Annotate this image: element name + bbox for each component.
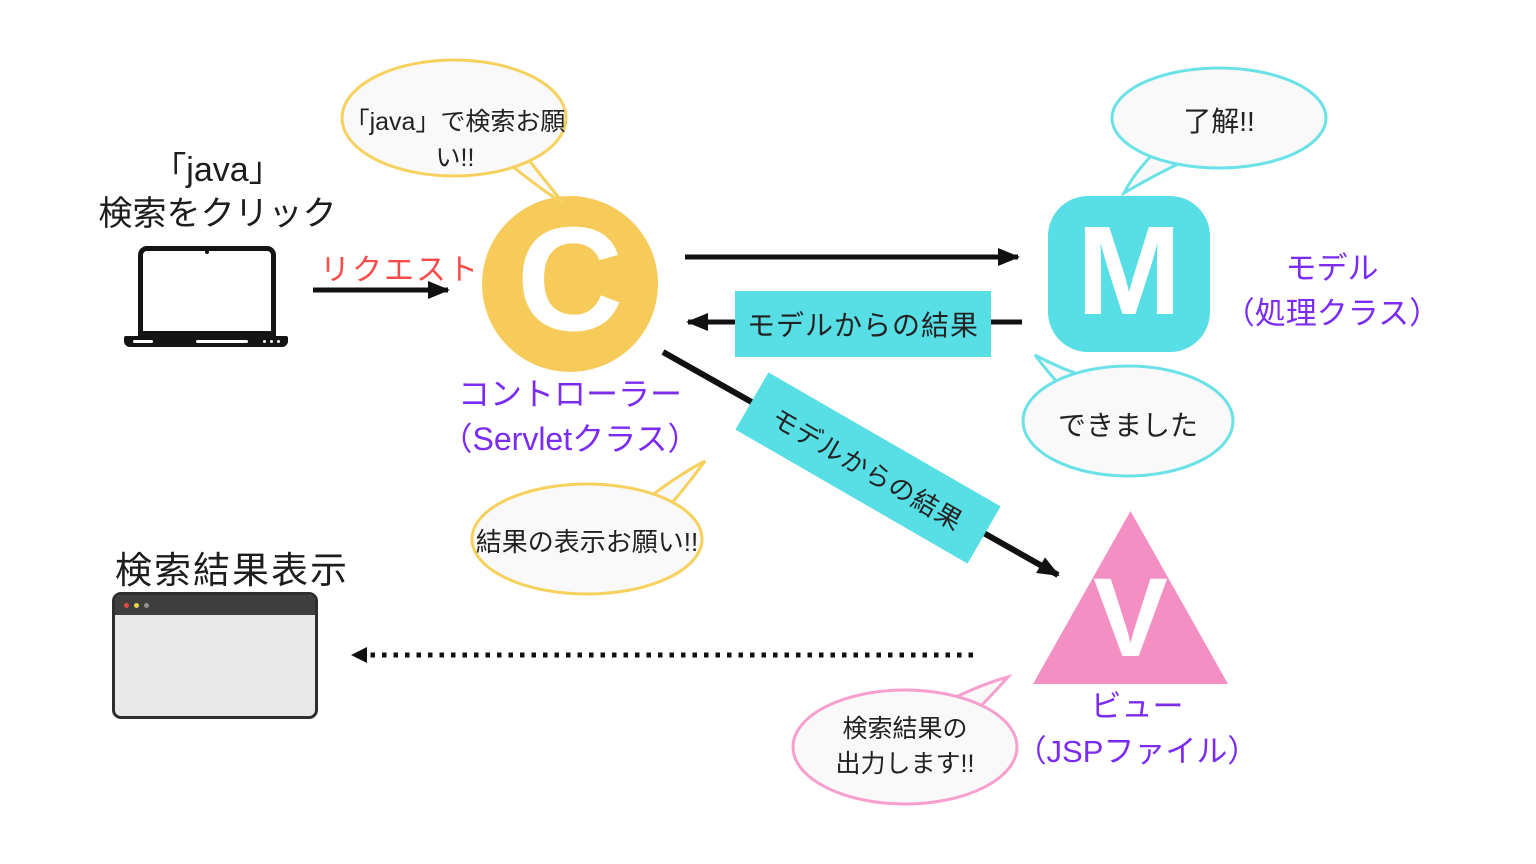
bubble-output-line2: 出力します!! — [835, 750, 975, 778]
model-result-box-diagonal: モデルからの結果 — [735, 372, 1001, 564]
controller-label: コントローラー （Servletクラス） — [415, 372, 725, 462]
bubble-output — [791, 674, 1019, 806]
controller-name: コントローラー — [457, 376, 682, 412]
result-display-label: 検索結果表示 — [115, 550, 349, 591]
client-action-line2: 検索をクリック — [98, 195, 337, 233]
model-name: モデル — [1285, 251, 1379, 286]
bubble-output-text: 検索結果の 出力します!! — [795, 712, 1015, 782]
controller-node: C — [482, 196, 658, 372]
model-subtitle: （処理クラス） — [1223, 296, 1441, 331]
browser-window-icon — [112, 592, 318, 719]
client-action-line1: 「java」 — [152, 151, 283, 189]
browser-dot-yellow — [134, 602, 139, 608]
bubble-acknowledge-body — [1110, 66, 1328, 170]
model-result-box: モデルからの結果 — [735, 291, 991, 357]
bubble-display-request-text: 結果の表示お願い!! — [475, 527, 699, 557]
controller-letter: C — [516, 197, 624, 362]
request-label: リクエスト — [320, 254, 480, 287]
bubble-search-request-body — [340, 58, 568, 178]
model-label: モデル （処理クラス） — [1212, 246, 1452, 336]
model-result-box-diagonal-label: モデルからの結果 — [766, 402, 969, 537]
view-label: ビュー （JSPファイル） — [1003, 684, 1271, 774]
laptop-base-dot-1 — [263, 340, 266, 343]
laptop-base-dot-3 — [277, 340, 280, 343]
bubble-done — [1021, 353, 1235, 478]
laptop-icon — [138, 246, 276, 336]
model-node: M — [1048, 196, 1210, 352]
client-action-label: 「java」 検索をクリック — [85, 148, 350, 236]
controller-subtitle: （Servletクラス） — [440, 421, 700, 457]
bubble-search-request-text: 「java」で検索お願い!! — [344, 108, 566, 172]
laptop-base-slot-left — [133, 340, 153, 343]
bubble-done-text: できました — [1057, 410, 1198, 441]
view-subtitle: （JSPファイル） — [1015, 734, 1259, 769]
laptop-base-slot-center — [196, 340, 248, 343]
browser-dot-gray — [144, 602, 149, 608]
bubble-acknowledge-tail — [1120, 153, 1185, 197]
laptop-camera-dot — [205, 250, 209, 254]
browser-titlebar — [115, 595, 315, 615]
bubble-acknowledge-text: 了解!! — [1183, 106, 1255, 137]
model-letter: M — [1076, 200, 1182, 341]
view-name: ビュー — [1090, 689, 1184, 724]
view-node: V — [1033, 511, 1228, 684]
browser-dot-red — [124, 602, 129, 608]
bubble-output-line1: 検索結果の — [842, 715, 968, 743]
bubble-acknowledge — [1110, 66, 1328, 197]
model-result-box-label: モデルからの結果 — [746, 310, 979, 341]
view-letter: V — [1093, 555, 1168, 680]
bubble-search-request — [340, 58, 568, 205]
bubble-output-body — [791, 688, 1019, 806]
laptop-base-dot-2 — [270, 340, 273, 343]
